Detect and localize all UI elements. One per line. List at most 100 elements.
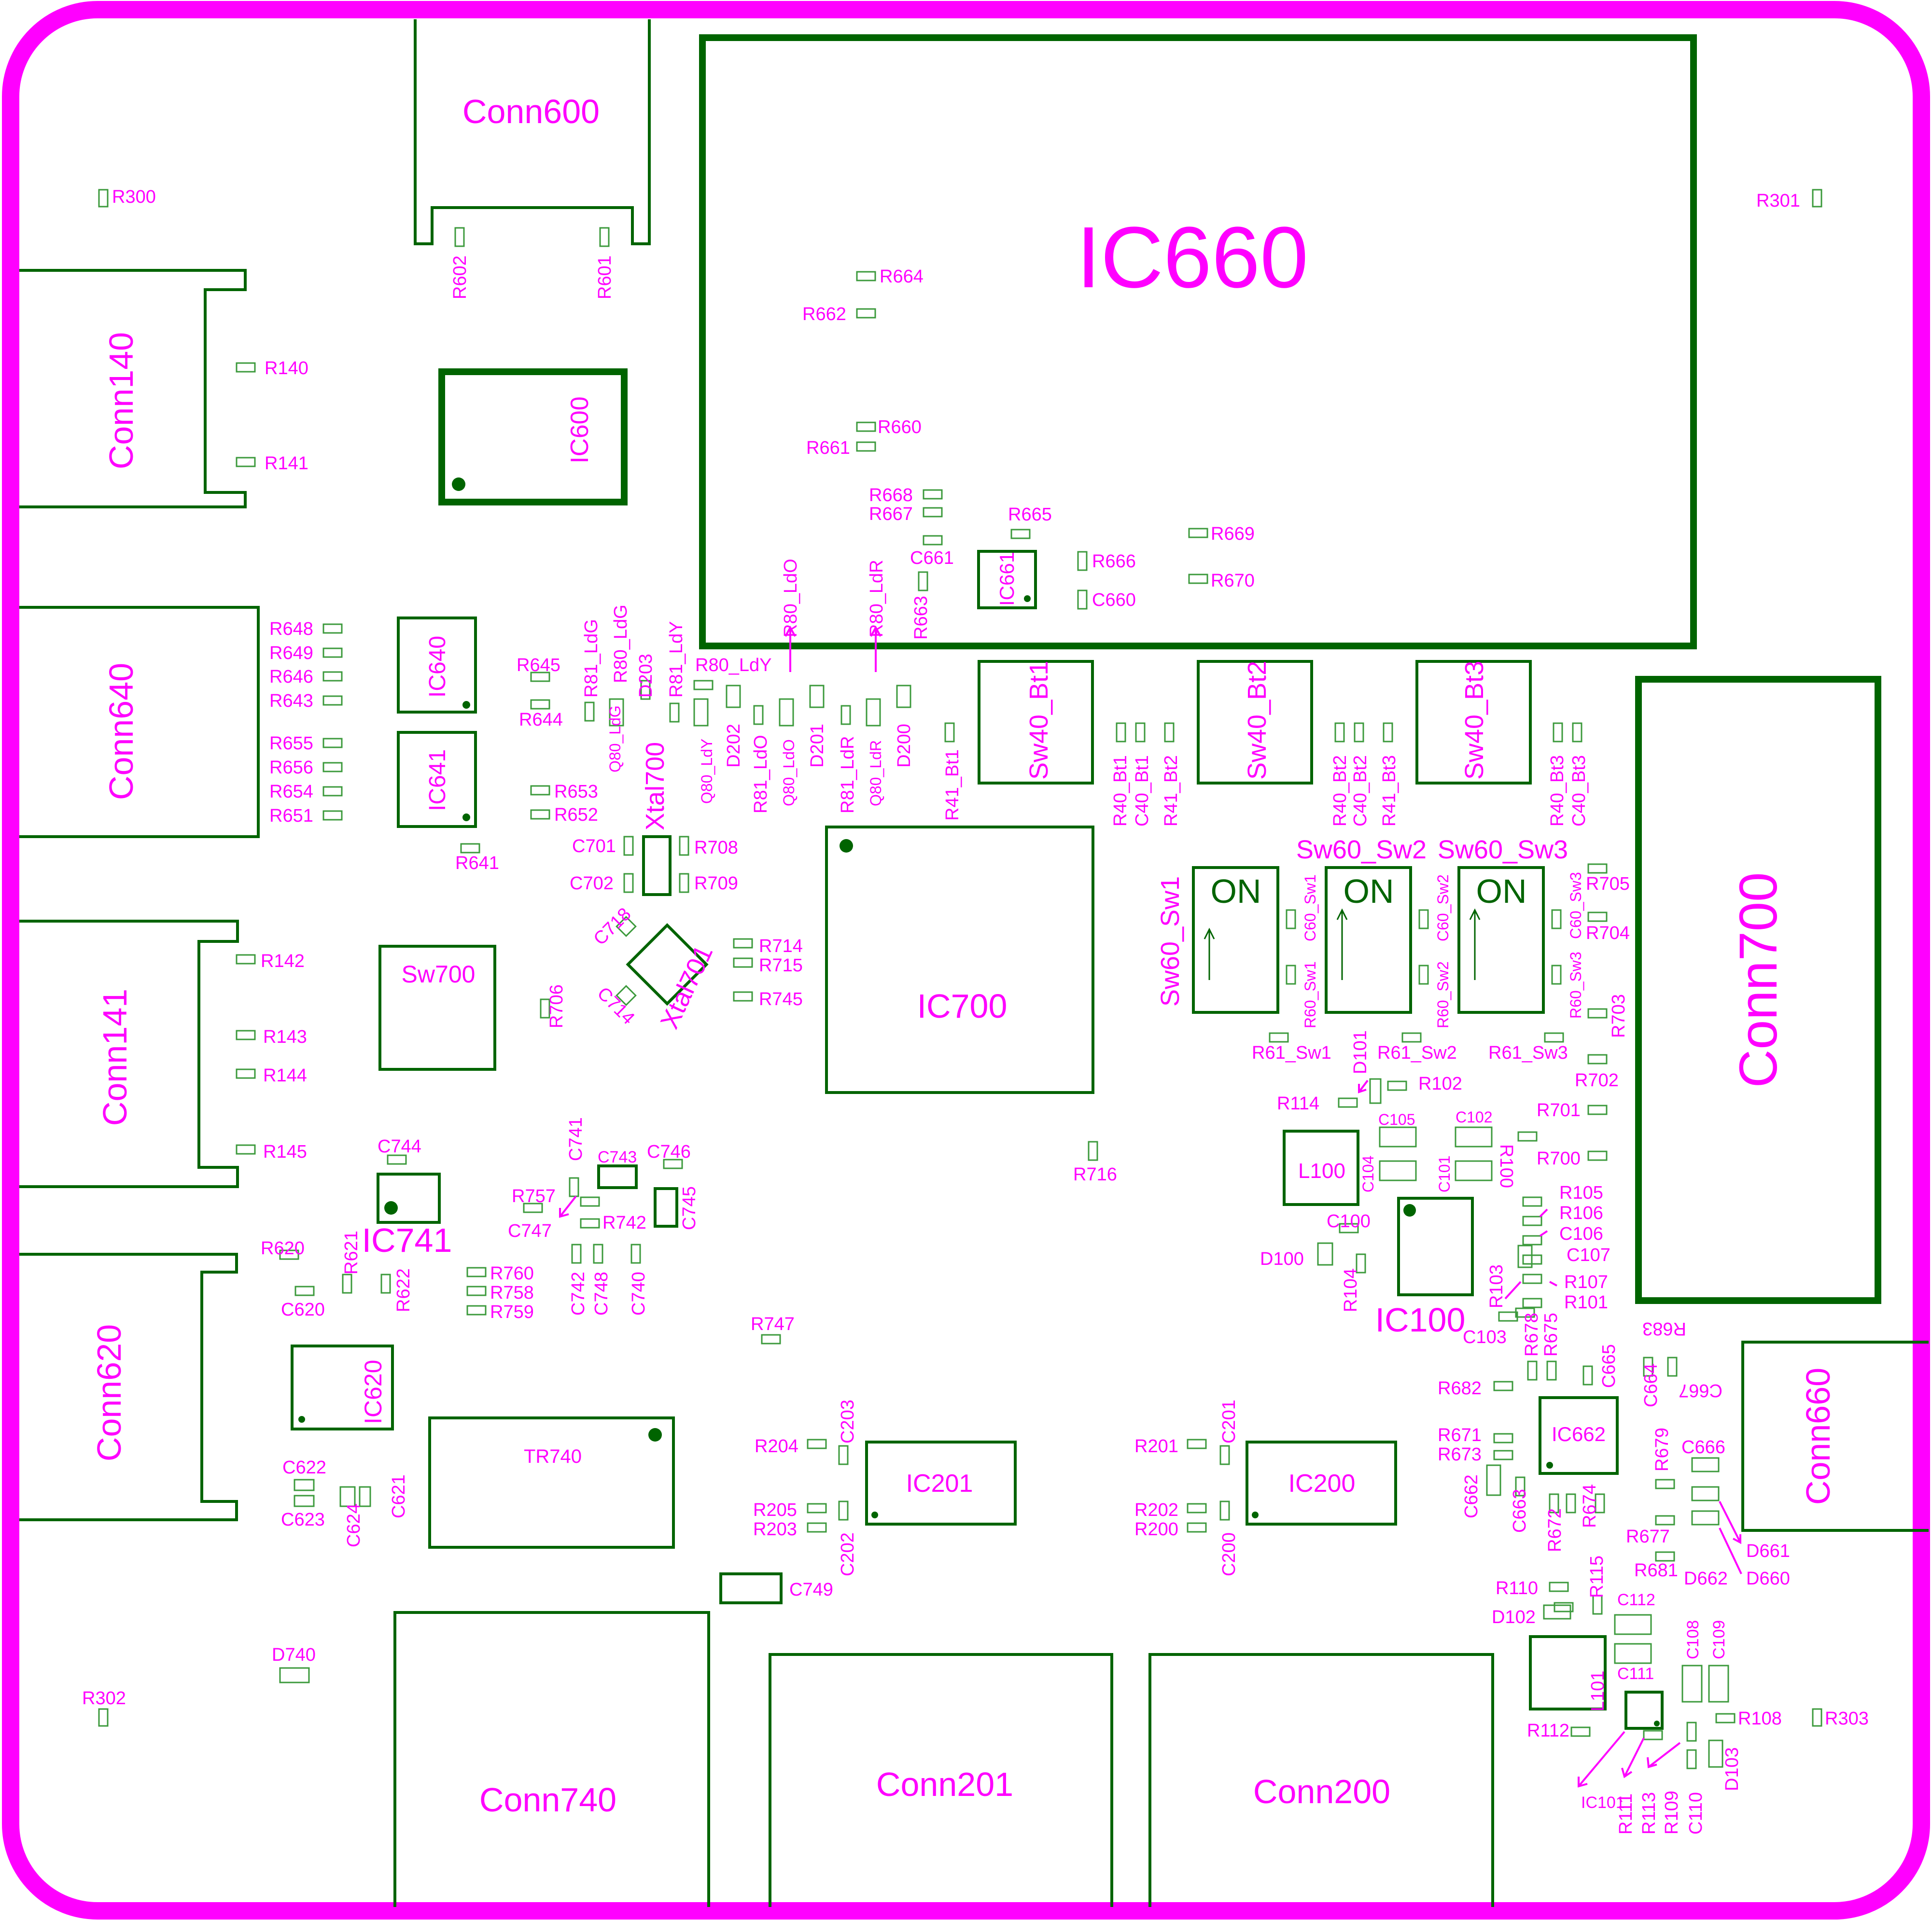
ic662-label: IC662 bbox=[1552, 1423, 1606, 1445]
conn660-label: Conn660 bbox=[1799, 1368, 1837, 1505]
conn141-label: Conn141 bbox=[96, 989, 134, 1126]
svg-text:R143: R143 bbox=[263, 1027, 307, 1047]
svg-text:R652: R652 bbox=[554, 805, 598, 825]
svg-text:C101: C101 bbox=[1436, 1156, 1453, 1193]
svg-text:C748: C748 bbox=[591, 1272, 612, 1316]
c111-body bbox=[1614, 1643, 1652, 1664]
sw40-bt2-outline bbox=[1197, 660, 1313, 785]
sw40-bt1-outline bbox=[978, 660, 1094, 785]
ic700-outline bbox=[825, 826, 1094, 1094]
conn640-label: Conn640 bbox=[102, 663, 140, 800]
svg-text:C111: C111 bbox=[1617, 1665, 1654, 1683]
svg-text:R61_Sw2: R61_Sw2 bbox=[1377, 1043, 1457, 1063]
ic101-pin1 bbox=[1654, 1721, 1660, 1726]
tr740-outline bbox=[428, 1416, 675, 1549]
svg-text:R81_LdO: R81_LdO bbox=[751, 735, 771, 813]
svg-text:R103: R103 bbox=[1486, 1264, 1507, 1308]
sw40-bt2-label: Sw40_Bt2 bbox=[1243, 661, 1272, 780]
ic201-pin1 bbox=[871, 1512, 878, 1518]
svg-text:C621: C621 bbox=[389, 1474, 409, 1518]
ic101-label: IC101 bbox=[1581, 1794, 1625, 1812]
svg-text:R674: R674 bbox=[1580, 1484, 1600, 1528]
ic640-label: IC640 bbox=[425, 636, 450, 698]
svg-text:R81_LdR: R81_LdR bbox=[838, 736, 858, 813]
svg-text:D103: D103 bbox=[1722, 1747, 1742, 1791]
svg-text:C701: C701 bbox=[572, 836, 616, 856]
conn141-outline bbox=[19, 920, 239, 1188]
ic101-outline bbox=[1624, 1691, 1664, 1730]
svg-text:R677: R677 bbox=[1626, 1527, 1670, 1547]
conn620-label: Conn620 bbox=[90, 1324, 128, 1461]
svg-text:C740: C740 bbox=[629, 1272, 649, 1316]
svg-text:R706: R706 bbox=[546, 984, 567, 1028]
svg-text:R760: R760 bbox=[490, 1263, 534, 1284]
conn620-outline bbox=[19, 1253, 238, 1521]
svg-text:R106: R106 bbox=[1559, 1203, 1603, 1223]
c624-body bbox=[339, 1486, 356, 1507]
svg-text:R758: R758 bbox=[490, 1283, 534, 1303]
svg-text:R201: R201 bbox=[1134, 1436, 1178, 1457]
svg-text:C103: C103 bbox=[1463, 1327, 1507, 1347]
conn600-label: Conn600 bbox=[462, 93, 600, 130]
ic661-label: IC661 bbox=[995, 552, 1018, 606]
tr740-label: TR740 bbox=[524, 1446, 582, 1467]
ic200-outline bbox=[1246, 1441, 1397, 1526]
svg-text:R715: R715 bbox=[759, 955, 803, 976]
svg-text:R672: R672 bbox=[1545, 1508, 1565, 1552]
svg-text:R683: R683 bbox=[1642, 1318, 1686, 1339]
svg-text:R142: R142 bbox=[261, 951, 305, 971]
svg-text:R204: R204 bbox=[755, 1436, 798, 1457]
svg-text:C110: C110 bbox=[1686, 1792, 1706, 1835]
svg-text:R101: R101 bbox=[1564, 1292, 1608, 1313]
svg-text:R60_Sw1: R60_Sw1 bbox=[1302, 961, 1319, 1028]
svg-text:R140: R140 bbox=[265, 358, 308, 378]
svg-text:R113: R113 bbox=[1639, 1792, 1659, 1835]
svg-text:R708: R708 bbox=[694, 838, 738, 858]
svg-text:R111: R111 bbox=[1616, 1794, 1636, 1835]
reference-designators: R300 R301 R302 R303 R602 R601 R140 R141 … bbox=[82, 187, 1869, 1835]
svg-text:C108: C108 bbox=[1684, 1620, 1702, 1659]
svg-text:R115: R115 bbox=[1587, 1556, 1607, 1598]
ic200-pin1 bbox=[1252, 1512, 1259, 1518]
svg-text:R655: R655 bbox=[269, 733, 313, 754]
svg-text:C663: C663 bbox=[1510, 1489, 1530, 1533]
sw60-sw2-arrow bbox=[1336, 908, 1348, 980]
svg-text:R302: R302 bbox=[82, 1688, 126, 1709]
svg-text:C105: C105 bbox=[1378, 1111, 1415, 1128]
svg-text:R662: R662 bbox=[802, 304, 846, 324]
svg-text:R661: R661 bbox=[806, 438, 850, 458]
svg-text:R80_LdO: R80_LdO bbox=[781, 559, 801, 637]
svg-text:R620: R620 bbox=[261, 1238, 305, 1259]
conn200-label: Conn200 bbox=[1253, 1773, 1390, 1810]
ic662-pin1 bbox=[1546, 1462, 1553, 1469]
conn600-outline bbox=[414, 19, 651, 245]
svg-text:C660: C660 bbox=[1092, 590, 1136, 610]
svg-text:C745: C745 bbox=[679, 1186, 700, 1230]
svg-text:C744: C744 bbox=[378, 1136, 421, 1157]
svg-text:Q80_LdY: Q80_LdY bbox=[698, 739, 715, 804]
c745-body bbox=[654, 1187, 678, 1228]
conn200-outline bbox=[1148, 1653, 1494, 1907]
svg-text:R645: R645 bbox=[517, 655, 560, 675]
svg-text:C742: C742 bbox=[568, 1272, 588, 1316]
conn660-outline bbox=[1741, 1341, 1929, 1532]
svg-text:R664: R664 bbox=[880, 266, 924, 287]
svg-text:R643: R643 bbox=[269, 691, 313, 711]
svg-text:R666: R666 bbox=[1092, 551, 1136, 572]
svg-text:R41_Bt3: R41_Bt3 bbox=[1379, 755, 1400, 827]
sw60-sw2-label: Sw60_Sw2 bbox=[1296, 835, 1427, 864]
svg-text:R667: R667 bbox=[869, 504, 913, 524]
ic100-pin1 bbox=[1403, 1204, 1416, 1217]
sw40-bt3-outline bbox=[1415, 660, 1532, 785]
svg-text:R80_LdY: R80_LdY bbox=[695, 655, 771, 675]
c102-body bbox=[1455, 1126, 1493, 1148]
svg-text:R716: R716 bbox=[1073, 1164, 1117, 1185]
svg-text:C622: C622 bbox=[282, 1458, 326, 1478]
svg-text:R61_Sw3: R61_Sw3 bbox=[1488, 1043, 1568, 1063]
ic641-outline bbox=[397, 731, 477, 828]
svg-text:R646: R646 bbox=[269, 667, 313, 687]
svg-text:R621: R621 bbox=[341, 1231, 362, 1275]
svg-text:R40_Bt1: R40_Bt1 bbox=[1110, 755, 1131, 827]
